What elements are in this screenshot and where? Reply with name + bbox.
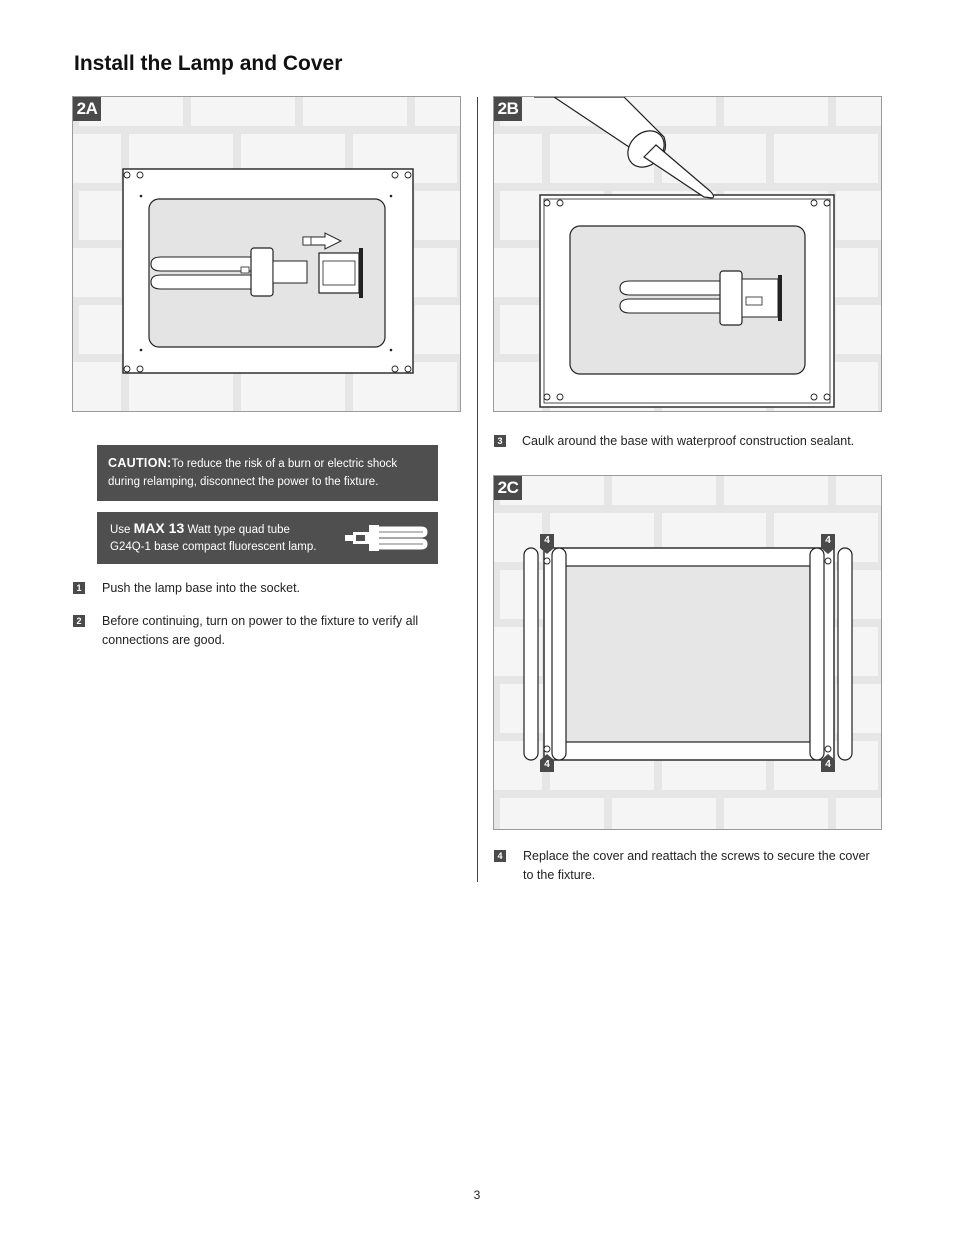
quad-tube-lamp-icon [345, 525, 428, 551]
step-number: 4 [494, 850, 506, 862]
callout-badge: 4 [544, 759, 550, 770]
lamp-spec-use: Use [110, 524, 131, 536]
step-text: Before continuing, turn on power to the … [102, 614, 419, 628]
brick [415, 97, 460, 126]
fixture-caulk-illustration [534, 97, 835, 408]
caution-text: To reduce the risk of a burn or electric… [171, 458, 398, 470]
lamp-spec-line-1: Use MAX 13 Watt type quad tube [110, 520, 438, 539]
step-number: 2 [73, 615, 85, 627]
brick [612, 476, 716, 505]
brick [494, 362, 542, 411]
step-text: Replace the cover and reattach the screw… [523, 849, 870, 863]
figure-2c: 4 4 4 4 2C [493, 475, 882, 830]
callout-badge: 4 [825, 759, 831, 770]
step-text-cont: connections are good. [102, 633, 226, 647]
brick [836, 476, 881, 505]
brick [303, 97, 407, 126]
brick [774, 134, 878, 183]
brick [836, 305, 881, 354]
brick [612, 798, 716, 829]
caution-box: CAUTION:To reduce the risk of a burn or … [97, 445, 438, 501]
figure-2a: 2A [72, 96, 461, 412]
figure-2b: 2B [493, 96, 882, 412]
brick [494, 134, 542, 183]
brick [73, 362, 121, 411]
brick [724, 97, 828, 126]
brick [836, 97, 881, 126]
brick [500, 798, 604, 829]
brick [191, 97, 295, 126]
brick [73, 134, 121, 183]
caution-line-1: CAUTION:To reduce the risk of a burn or … [108, 454, 428, 473]
brick [73, 248, 121, 297]
fixture-lamp-illustration [122, 168, 414, 374]
step-3: 3 Caulk around the base with waterproof … [494, 432, 884, 452]
lamp-spec-line-2: G24Q-1 base compact fluorescent lamp. [110, 541, 317, 553]
caution-line-2: during relamping, disconnect the power t… [108, 476, 379, 488]
column-divider [477, 97, 478, 882]
figure-label: 2C [494, 476, 522, 500]
brick [415, 191, 460, 240]
step-text: Caulk around the base with waterproof co… [522, 434, 855, 448]
step-text-cont: to the fixture. [523, 868, 596, 882]
page-number: 3 [473, 1188, 481, 1202]
cover-screws-illustration [523, 534, 853, 772]
lamp-spec-box: Use MAX 13 Watt type quad tube G24Q-1 ba… [97, 512, 438, 564]
figure-label: 2B [494, 97, 522, 121]
step-number: 1 [73, 582, 85, 594]
step-1: 1 Push the lamp base into the socket. [73, 579, 453, 599]
figure-label: 2A [73, 97, 101, 121]
brick [415, 305, 460, 354]
lamp-spec-max: MAX 13 [133, 520, 185, 536]
step-4: 4 Replace the cover and reattach the scr… [494, 847, 884, 887]
page-title: Install the Lamp and Cover [74, 52, 343, 75]
step-2: 2 Before continuing, turn on power to th… [73, 612, 453, 652]
brick [724, 798, 828, 829]
lamp-spec-rest: Watt type quad tube [187, 524, 290, 536]
brick [724, 476, 828, 505]
step-number: 3 [494, 435, 506, 447]
brick [836, 798, 881, 829]
step-text: Push the lamp base into the socket. [102, 581, 301, 595]
brick [836, 191, 881, 240]
callout-badge: 4 [544, 535, 550, 546]
callout-badge: 4 [825, 535, 831, 546]
caution-heading: CAUTION: [108, 456, 172, 470]
brick [494, 248, 542, 297]
